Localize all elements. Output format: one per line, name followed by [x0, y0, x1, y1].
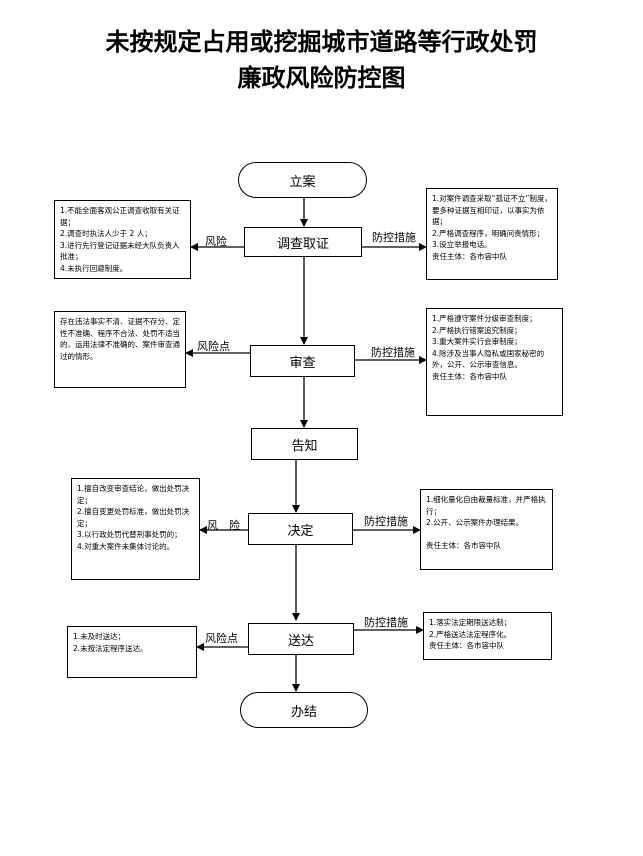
note-control-investigate: 1.对案件调查采取“孤证不立”制度，要多种证据互相印证，以事实为依据； 2.严格… — [426, 188, 558, 280]
label-risk1: 风险 — [205, 235, 227, 248]
label-control4: 防控措施 — [364, 616, 408, 629]
note-risk-review: 存在违法事实不清、证据不存分、定性不准确、程序不合法、处罚不适当的、运用法律不准… — [54, 311, 186, 388]
node-review: 审查 — [250, 345, 355, 377]
label-control2: 防控措施 — [371, 346, 415, 359]
label-risk3: 风 险 — [207, 519, 240, 532]
note-risk-deliver: 1.未及时送达； 2.未按法定程序送达。 — [67, 626, 197, 678]
node-end: 办结 — [240, 692, 368, 728]
label-risk4: 风险点 — [205, 632, 238, 645]
note-control-review: 1.严格遵守案件分级审查制度； 2.严格执行错案追究制度； 3.重大案件实行会审… — [426, 308, 563, 416]
node-deliver: 送达 — [248, 623, 354, 655]
label-risk2: 风险点 — [197, 340, 230, 353]
note-control-decide: 1.细化量化自由裁量标准，并严格执行； 2.公开、公示案件办理结果。 责任主体：… — [420, 489, 553, 570]
note-control-deliver: 1.落实法定期限送达制； 2.严格送达法定程序化。 责任主体：各市容中队 — [423, 612, 552, 660]
node-start: 立案 — [238, 162, 367, 198]
diagram-title-line2: 廉政风险防控图 — [237, 63, 406, 92]
node-investigate: 调查取证 — [244, 227, 362, 257]
label-control3: 防控措施 — [364, 515, 408, 528]
node-decide: 决定 — [248, 513, 353, 545]
label-control1: 防控措施 — [372, 231, 416, 244]
note-risk-decide: 1.擅自改变审查结论，做出处罚决定； 2.擅自变更处罚标准，做出处罚决定； 3.… — [71, 478, 200, 580]
diagram-title-line1: 未按规定占用或挖掘城市道路等行政处罚 — [105, 27, 538, 56]
node-notify: 告知 — [251, 428, 358, 460]
note-risk-investigate: 1.不能全面客观公正调查收取有关证据； 2.调查时执法人少于 2 人； 3.进行… — [54, 200, 191, 279]
